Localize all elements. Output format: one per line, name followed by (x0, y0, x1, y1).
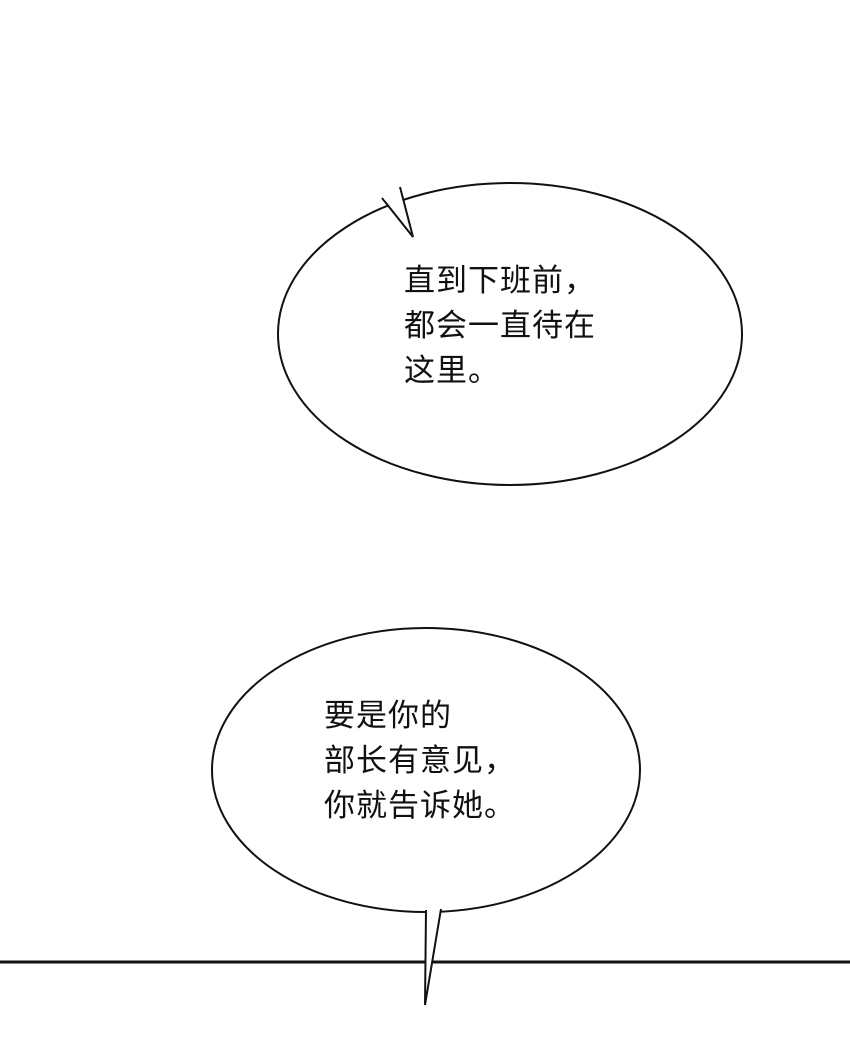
bubble-line: 都会一直待在 (404, 308, 596, 344)
bubble-line: 你就告诉她。 (324, 788, 516, 824)
speech-bubble-2-text: 要是你的部长有意见， 你就告诉她。 (324, 694, 516, 829)
bubble-line: 这里。 (404, 353, 500, 389)
speech-bubble-1-text: 直到下班前， 都会一直待在这里。 (404, 259, 596, 394)
bubble-line: 直到下班前， (404, 263, 596, 299)
bubble-line: 要是你的 (324, 698, 452, 734)
speech-bubble-2-shape (211, 627, 641, 1006)
speech-bubble-1-shape (277, 182, 743, 486)
bubble-line: 部长有意见， (324, 743, 516, 779)
